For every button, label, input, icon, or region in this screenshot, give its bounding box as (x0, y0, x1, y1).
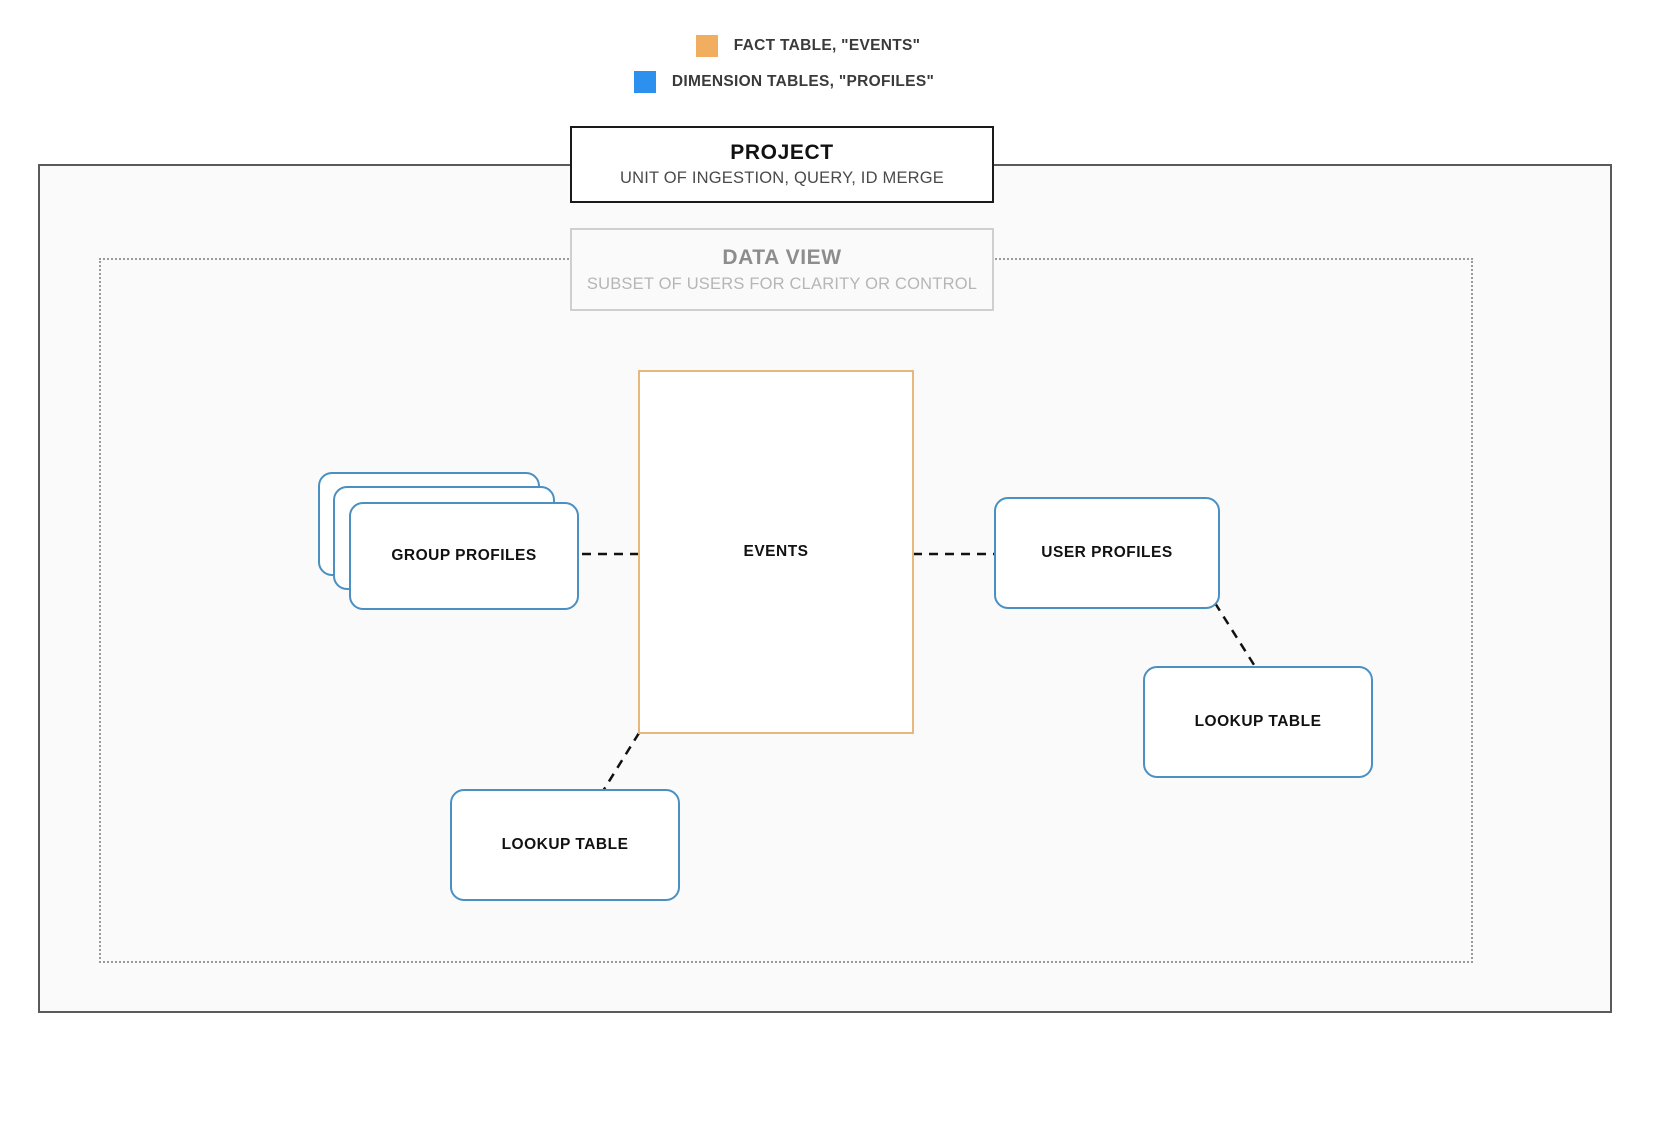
node-group-profiles-label: GROUP PROFILES (391, 547, 537, 564)
legend-label-fact-table: FACT TABLE, "EVENTS" (733, 37, 921, 54)
node-lookup-table-left[interactable]: LOOKUP TABLE (450, 789, 680, 901)
node-group-profiles[interactable]: GROUP PROFILES (318, 472, 579, 612)
node-events[interactable]: EVENTS (638, 370, 914, 734)
legend-item-dimension-tables: DIMENSION TABLES, "PROFILES" (0, 64, 1664, 100)
project-title: PROJECT (730, 141, 834, 164)
project-subtitle: UNIT OF INGESTION, QUERY, ID MERGE (619, 169, 944, 187)
node-lookup-table-right-label: LOOKUP TABLE (1194, 713, 1322, 730)
legend-label-dimension-tables: DIMENSION TABLES, "PROFILES" (671, 73, 935, 90)
legend: FACT TABLE, "EVENTS" DIMENSION TABLES, "… (0, 28, 1664, 100)
node-events-label: EVENTS (743, 543, 809, 560)
node-user-profiles[interactable]: USER PROFILES (994, 497, 1220, 609)
legend-item-fact-table: FACT TABLE, "EVENTS" (0, 28, 1664, 64)
group-profiles-card-front[interactable]: GROUP PROFILES (349, 502, 579, 610)
node-lookup-table-left-label: LOOKUP TABLE (501, 836, 629, 853)
node-lookup-table-right[interactable]: LOOKUP TABLE (1143, 666, 1373, 778)
project-label-box: PROJECT UNIT OF INGESTION, QUERY, ID MER… (570, 126, 994, 203)
data-view-title: DATA VIEW (722, 245, 842, 269)
node-user-profiles-label: USER PROFILES (1041, 544, 1173, 561)
dimension-tables-swatch-icon (633, 71, 656, 93)
fact-table-swatch-icon (695, 35, 718, 57)
data-view-subtitle: SUBSET OF USERS FOR CLARITY OR CONTROL (586, 274, 978, 293)
data-view-label-box: DATA VIEW SUBSET OF USERS FOR CLARITY OR… (570, 228, 994, 311)
